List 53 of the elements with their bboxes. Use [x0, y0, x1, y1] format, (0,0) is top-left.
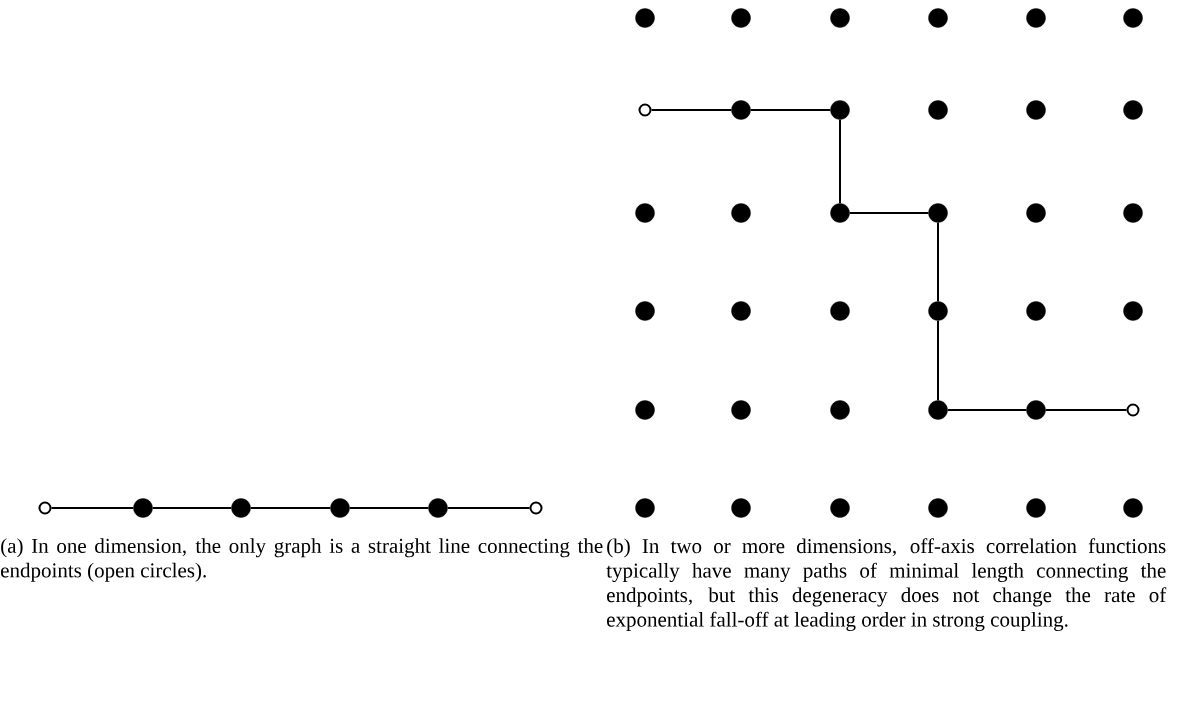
lattice-point — [830, 301, 850, 321]
lattice-point — [731, 400, 751, 420]
lattice-point — [731, 100, 751, 120]
lattice-point — [1123, 498, 1143, 518]
lattice-point — [1123, 203, 1143, 223]
lattice-point — [1026, 400, 1046, 420]
lattice-point — [635, 301, 655, 321]
lattice-point — [928, 400, 948, 420]
lattice-point — [635, 8, 655, 28]
lattice-point — [928, 203, 948, 223]
lattice-point — [428, 498, 448, 518]
lattice-point — [830, 498, 850, 518]
lattice-point — [830, 400, 850, 420]
lattice-point — [1026, 8, 1046, 28]
lattice-point — [635, 400, 655, 420]
lattice-point — [830, 203, 850, 223]
lattice-point — [1123, 100, 1143, 120]
path-line — [937, 319, 939, 402]
path-line — [50, 507, 135, 509]
path-line — [151, 507, 233, 509]
lattice-point — [1026, 301, 1046, 321]
lattice-point — [928, 100, 948, 120]
lattice-point — [635, 498, 655, 518]
lattice-point — [330, 498, 350, 518]
path-line — [946, 409, 1028, 411]
lattice-point — [133, 498, 153, 518]
lattice-point — [731, 301, 751, 321]
lattice-point — [231, 498, 251, 518]
path-line — [749, 109, 832, 111]
path-line — [937, 221, 939, 303]
path-line — [446, 507, 531, 509]
path-line — [249, 507, 332, 509]
lattice-point — [1123, 8, 1143, 28]
lattice-point — [830, 100, 850, 120]
path-line — [1044, 409, 1128, 411]
lattice-point — [928, 8, 948, 28]
subfigure-caption: (a) In one dimension, the only graph is a straight line connecting the endpoints (open circles). — [1, 538, 603, 582]
lattice-point — [1026, 100, 1046, 120]
lattice-point — [635, 203, 655, 223]
lattice-point — [928, 498, 948, 518]
lattice-point — [731, 498, 751, 518]
lattice-point — [1026, 498, 1046, 518]
lattice-point — [928, 301, 948, 321]
path-line — [650, 109, 733, 111]
lattice-point — [1026, 203, 1046, 223]
lattice-point — [1123, 301, 1143, 321]
path-line — [348, 507, 430, 509]
path-line — [839, 118, 841, 205]
lattice-point — [731, 8, 751, 28]
path-line — [848, 212, 930, 214]
lattice-point — [830, 8, 850, 28]
subfigure-caption: (b) In two or more dimensions, off-axis correlation functions typically have many paths of minimal length connecting the endpoints, but this degeneracy does not change the rate of exponential fall-off at leading order in strong coupling. — [606, 538, 1167, 632]
lattice-point — [731, 203, 751, 223]
